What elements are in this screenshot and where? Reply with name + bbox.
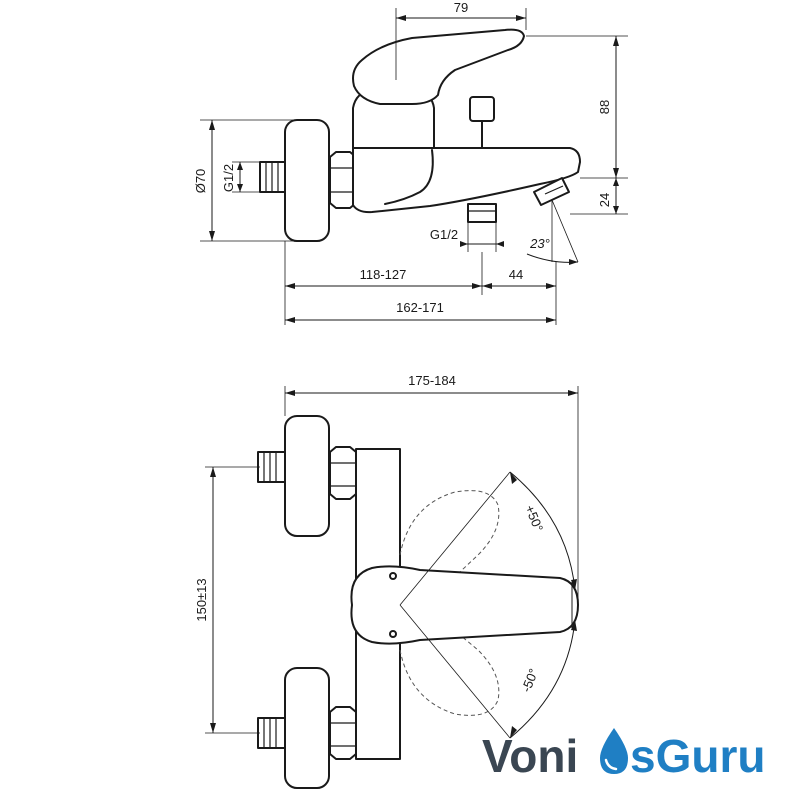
brand-logo: Voni sGuru [482, 728, 765, 782]
side-inlet-nipple [259, 161, 289, 193]
side-bottom-outlet [467, 203, 497, 223]
side-view [259, 28, 581, 242]
dim-outlet-to-spout: 44 [509, 267, 523, 282]
top-dimensions: 175-184 150±13 +50° -50° [194, 373, 579, 739]
side-aerator-outlet [533, 177, 570, 206]
logo-text-part1: Voni [482, 730, 578, 782]
top-inlet-upper [257, 415, 357, 537]
dim-inlet-thread: G1/2 [221, 164, 236, 192]
side-wall-plate [284, 119, 330, 242]
logo-text-part2: sGuru [630, 730, 765, 782]
dim-outlet-thread: G1/2 [430, 227, 458, 242]
dim-overall-depth: 175-184 [408, 373, 456, 388]
dim-inlet-to-outlet: 118-127 [360, 267, 407, 282]
lever-position-minus50 [399, 609, 500, 716]
dim-total-height: 88 [597, 100, 612, 114]
dim-inlet-spacing: 150±13 [194, 578, 209, 621]
dim-wall-plate-diameter: Ø70 [193, 169, 208, 194]
top-view [257, 415, 579, 789]
lever-position-plus50 [399, 490, 500, 601]
side-lever-handle [352, 28, 525, 105]
dim-lever-width: 79 [454, 0, 468, 15]
dim-spout-angle: 23° [529, 236, 550, 251]
angle-plus-50: +50° [522, 503, 546, 534]
side-dimensions: 79 88 24 Ø70 G1/2 G1/2 [193, 0, 628, 325]
dim-wall-to-spout: 162-171 [396, 300, 444, 315]
side-diverter-knob [469, 96, 495, 149]
water-drop-icon [600, 728, 628, 774]
top-inlet-lower [257, 667, 357, 789]
top-lever-handle [350, 565, 579, 645]
dim-spout-height: 24 [597, 193, 612, 207]
angle-minus-50: -50° [518, 666, 541, 694]
